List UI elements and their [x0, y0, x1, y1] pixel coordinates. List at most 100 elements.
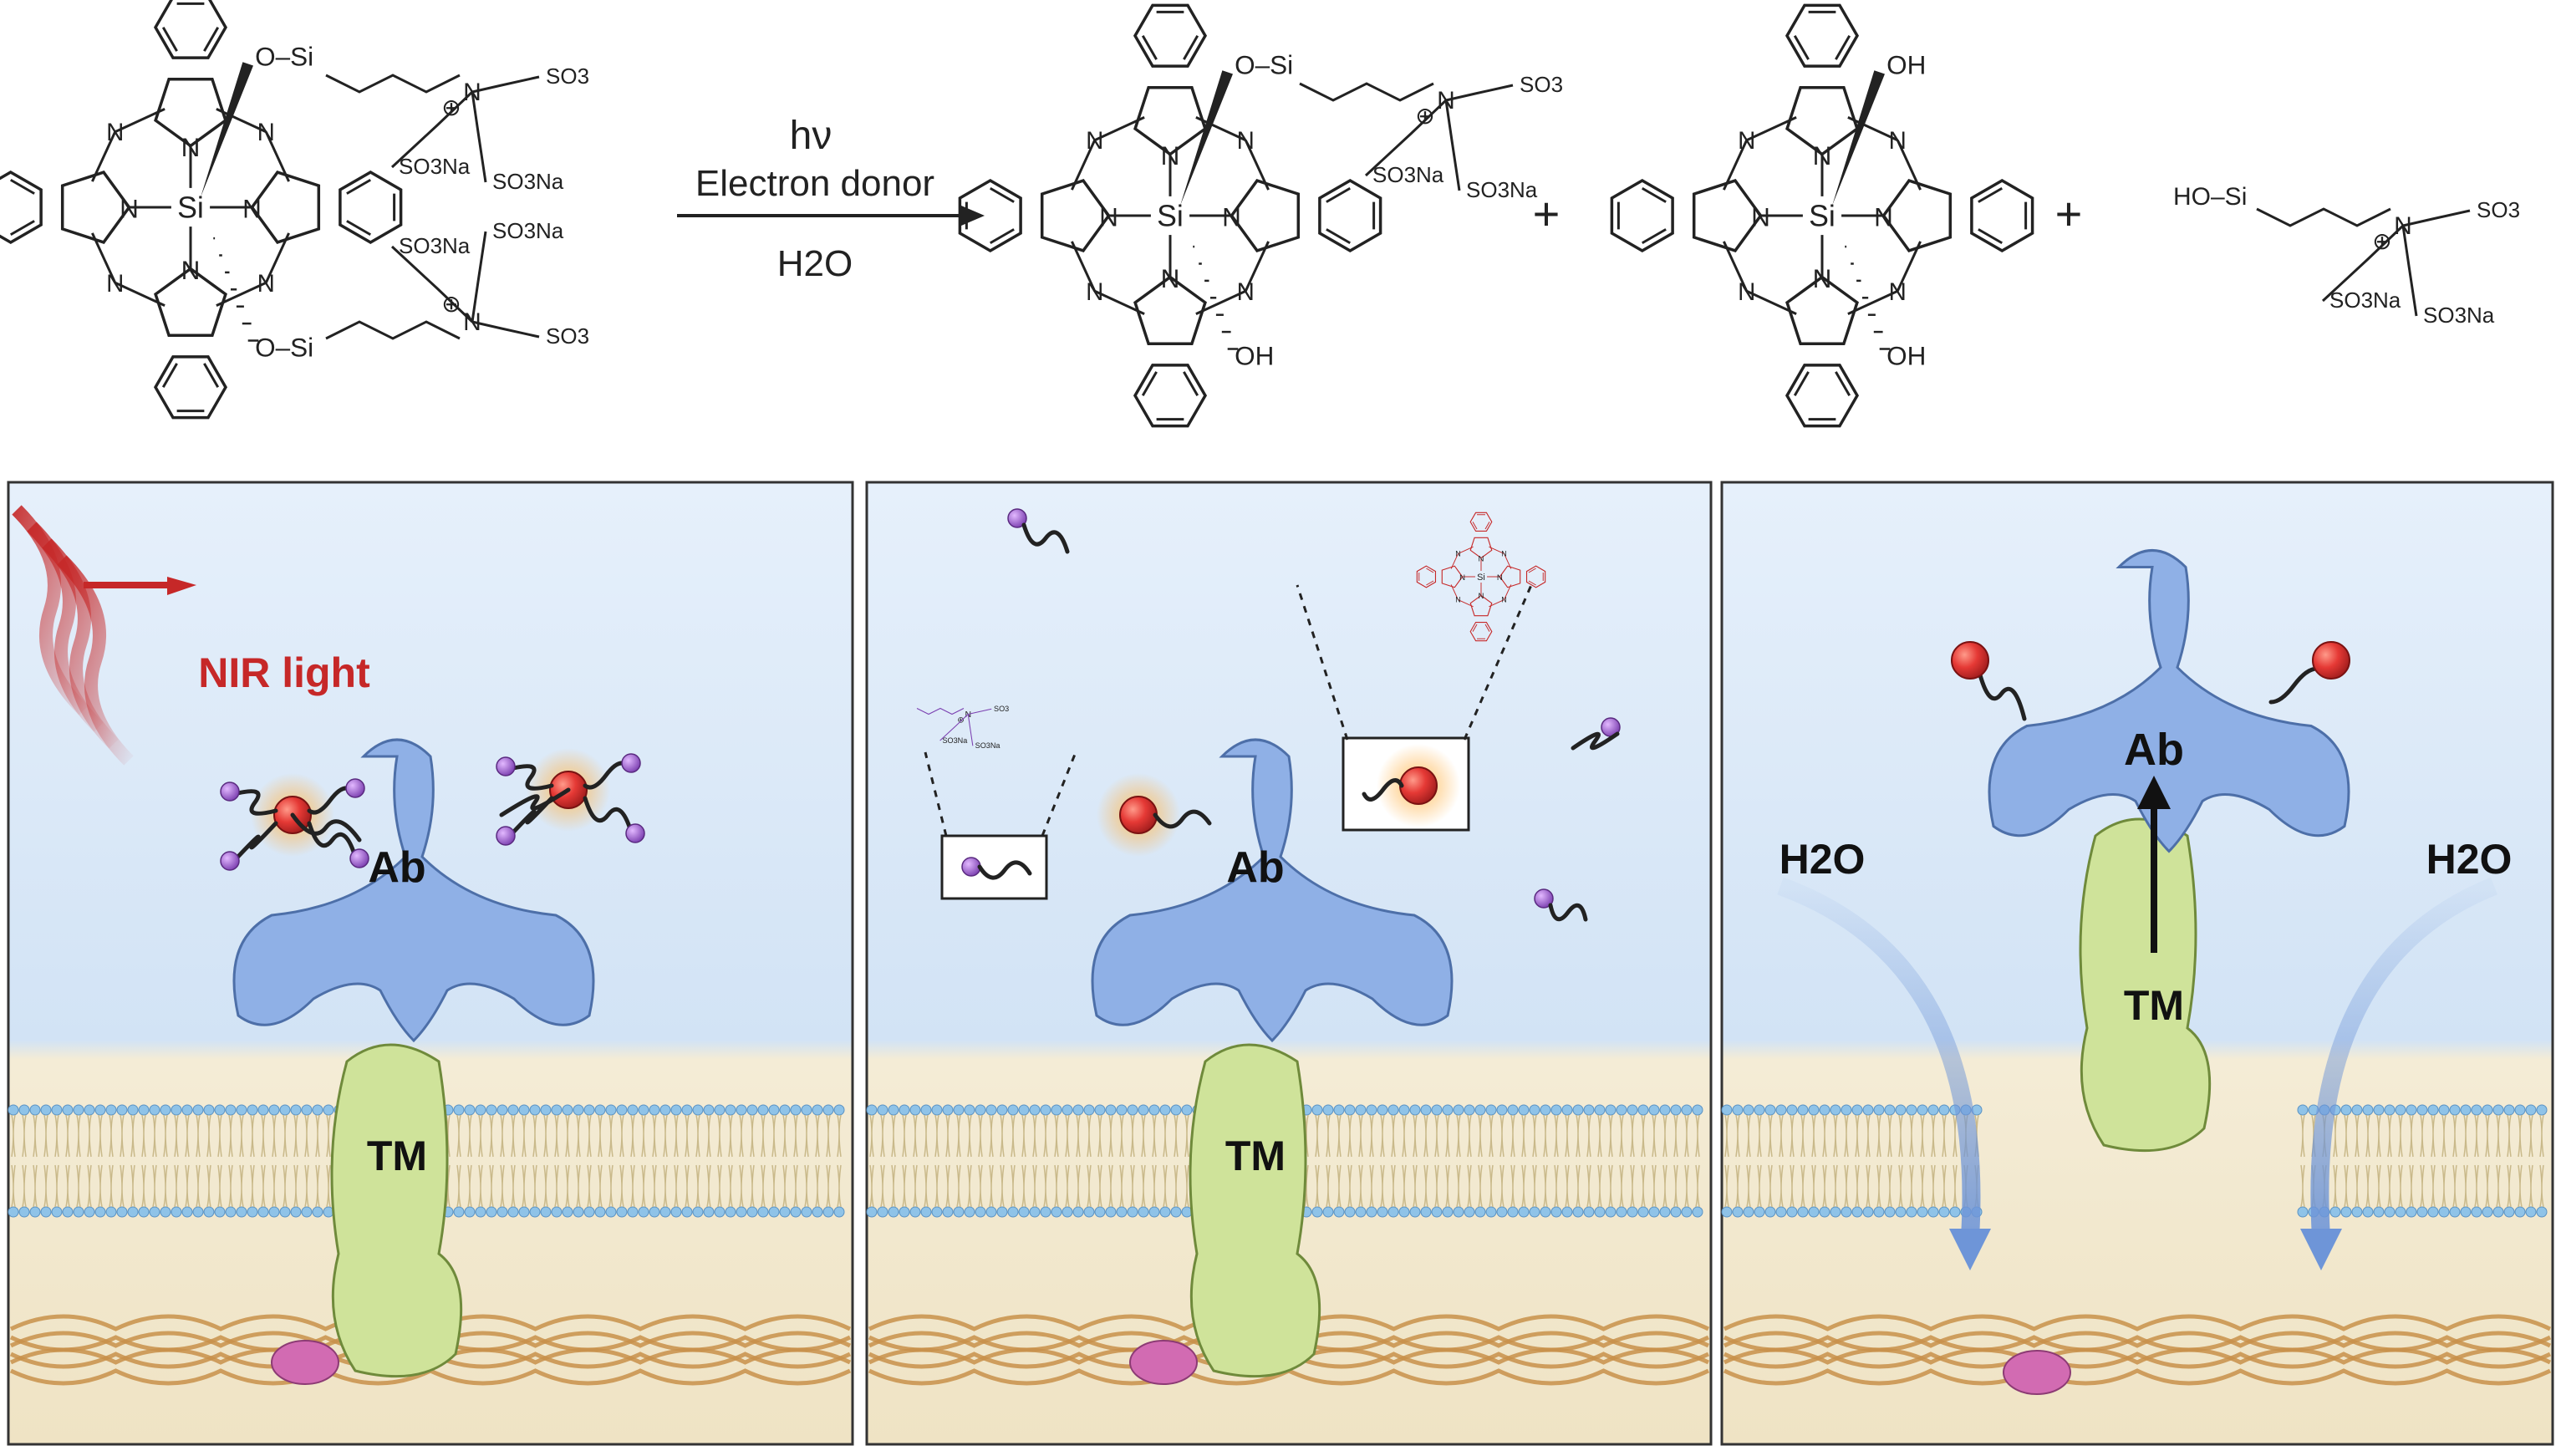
lipid-head	[822, 1104, 834, 1116]
lipid-tail	[1746, 1164, 1751, 1208]
atom-label: N	[1237, 127, 1255, 155]
meso-bond	[1723, 241, 1749, 292]
lipid-tail	[1087, 1114, 1092, 1158]
lipid-head	[920, 1206, 932, 1218]
lipid-head	[1681, 1104, 1693, 1116]
lipid-tail	[576, 1164, 581, 1208]
atom-label: N	[1455, 596, 1460, 604]
lipid-tail	[1684, 1114, 1689, 1158]
pyrrole-ring	[154, 77, 227, 148]
lipid-tail	[1695, 1114, 1700, 1158]
lipid-head	[822, 1206, 834, 1218]
lipid-tail	[771, 1164, 776, 1208]
lipid-head	[2438, 1206, 2450, 1218]
lipid-tail	[163, 1164, 168, 1208]
lipid-tail	[250, 1114, 255, 1158]
lipid-tail	[196, 1164, 201, 1208]
lipid-head	[2536, 1104, 2548, 1116]
pyrrole-ring	[1040, 179, 1111, 252]
lipid-tail	[1735, 1164, 1740, 1208]
lipid-tail	[196, 1114, 201, 1158]
benzene-ring	[1785, 364, 1860, 428]
lipid-tail	[1489, 1164, 1494, 1208]
lipid-tail	[1757, 1114, 1762, 1158]
lipid-head	[1420, 1104, 1432, 1116]
lipid-tail	[1641, 1114, 1646, 1158]
lipid-head	[225, 1104, 237, 1116]
sulfopropyl-arm	[1364, 99, 1448, 177]
sulfonate-label: SO3Na	[399, 154, 471, 179]
lipid-head	[1344, 1206, 1356, 1218]
lipid-head	[801, 1206, 812, 1218]
meso-bond	[1504, 553, 1512, 569]
lipid-tail	[511, 1114, 516, 1158]
lipid-head	[801, 1104, 812, 1116]
lipid-tail	[978, 1164, 983, 1208]
lipid-tail	[793, 1114, 798, 1158]
lipid-head	[518, 1206, 530, 1218]
lipid-tail	[2496, 1114, 2501, 1158]
lipid-tail	[1779, 1164, 1784, 1208]
lipid-tail	[43, 1164, 48, 1208]
lipid-head	[594, 1104, 606, 1116]
linker-chain	[507, 796, 554, 838]
lipid-tail	[261, 1114, 266, 1158]
lipid-head	[1594, 1206, 1606, 1218]
zoom-line	[1463, 584, 1533, 741]
lipid-head	[2525, 1206, 2537, 1218]
membrane-protein-shape	[1189, 1043, 1321, 1378]
lipid-tail	[1141, 1114, 1146, 1158]
lipid-head	[909, 1206, 921, 1218]
lipid-head	[2471, 1104, 2482, 1116]
lipid-head	[2482, 1104, 2493, 1116]
linker-chain	[977, 860, 1032, 880]
lipid-head	[1453, 1206, 1464, 1218]
sulfopropyl-arm	[1445, 84, 1514, 102]
lipid-tail	[1326, 1114, 1331, 1158]
lipid-tail	[1434, 1114, 1439, 1158]
lipid-head	[2362, 1206, 2374, 1218]
lipid-tail	[1800, 1114, 1805, 1158]
lipid-tail	[511, 1164, 516, 1208]
lipid-head	[127, 1104, 139, 1116]
double-bond	[1978, 228, 2003, 245]
lipid-head	[1387, 1206, 1399, 1218]
atom-label: N	[106, 119, 124, 146]
lipid-tail	[565, 1164, 570, 1208]
lipid-head	[1409, 1206, 1421, 1218]
double-bond	[1484, 522, 1490, 530]
axial-label: OH	[1886, 340, 1926, 370]
lipid-tail	[989, 1164, 994, 1208]
lipid-head	[1797, 1206, 1809, 1218]
lipid-head	[171, 1206, 182, 1218]
lipid-head	[1786, 1206, 1798, 1218]
lipid-tail	[1532, 1114, 1537, 1158]
lipid-tail	[1402, 1114, 1407, 1158]
atom-label: N	[1813, 263, 1832, 293]
lipid-tail	[2496, 1164, 2501, 1208]
lipid-head	[1322, 1104, 1334, 1116]
lipid-tail	[478, 1114, 483, 1158]
alkyl-chain	[916, 707, 965, 715]
lipid-head	[616, 1104, 628, 1116]
sulfonate-label: SO3Na	[942, 736, 968, 745]
lipid-head	[866, 1104, 878, 1116]
lipid-head	[1529, 1104, 1540, 1116]
lipid-head	[573, 1104, 584, 1116]
lipid-head	[1659, 1104, 1671, 1116]
lipid-head	[149, 1104, 160, 1116]
lipid-head	[171, 1104, 182, 1116]
lipid-tail	[1184, 1114, 1189, 1158]
lipid-tail	[2300, 1114, 2305, 1158]
lipid-tail	[2485, 1164, 2490, 1208]
lipid-tail	[1413, 1114, 1418, 1158]
lipid-tail	[1402, 1164, 1407, 1208]
lipid-tail	[228, 1164, 233, 1208]
lipid-head	[1007, 1104, 1019, 1116]
lipid-tail	[1822, 1164, 1827, 1208]
lipid-head	[1550, 1206, 1562, 1218]
lipid-head	[2416, 1104, 2428, 1116]
lipid-tail	[1315, 1114, 1320, 1158]
lipid-tail	[1326, 1164, 1331, 1208]
lipid-head	[475, 1104, 486, 1116]
